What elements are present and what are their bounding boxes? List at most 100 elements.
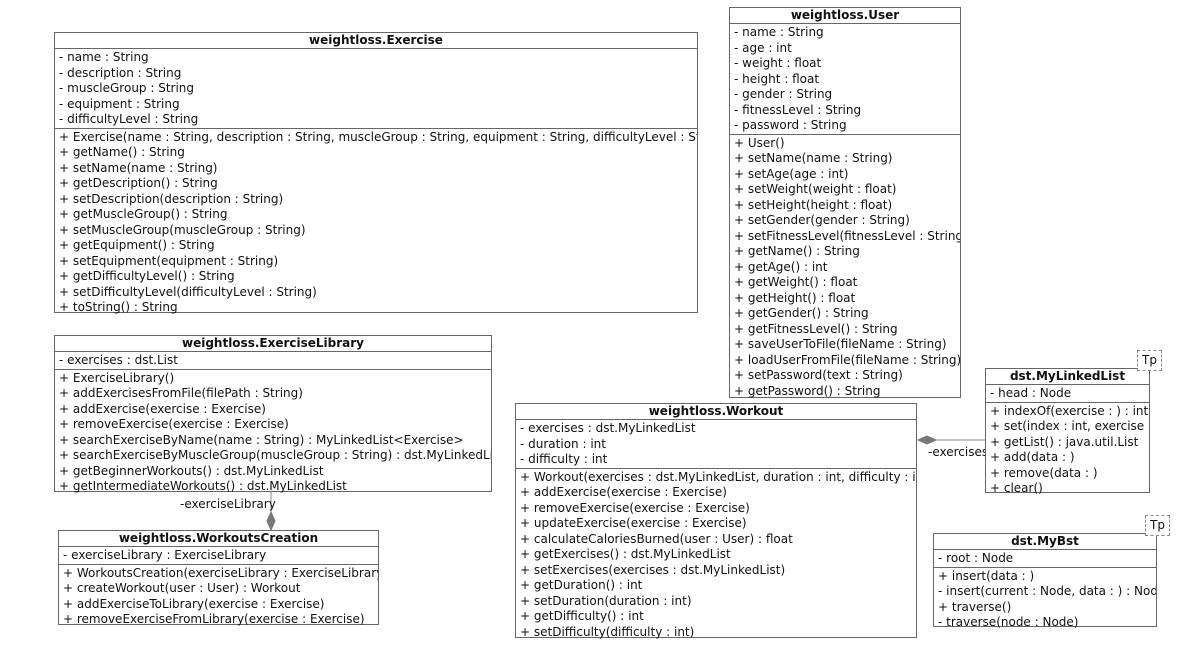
method-line: + removeExerciseFromLibrary(exercise : E… <box>63 612 365 626</box>
class-exercise-methods: + Exercise(name : String, description : … <box>55 127 697 316</box>
attribute-line: - exercises : dst.MyLinkedList <box>520 421 696 435</box>
class-exercise-title: weightloss.Exercise <box>55 33 697 49</box>
method-line: + toString() : String <box>59 300 178 314</box>
method-line: + setName(name : String) <box>734 151 893 165</box>
method-line: + traverse() <box>938 599 1012 614</box>
method-line: + getDifficultyLevel() : String <box>59 269 235 283</box>
class-workout-attributes: - exercises : dst.MyLinkedList- duration… <box>516 420 916 468</box>
class-exercise-attributes: - name : String- description : String- m… <box>55 49 697 128</box>
attribute-line: - muscleGroup : String <box>59 81 195 95</box>
method-line: + addExercise(exercise : Exercise) <box>520 485 727 499</box>
class-mybst-attributes: - root : Node <box>934 550 1156 567</box>
class-user[interactable]: weightloss.User - name : String- age : i… <box>729 7 961 398</box>
method-line: + getDifficulty() : int <box>520 609 644 623</box>
attribute-line: - difficulty : int <box>520 452 608 466</box>
method-line: + getFitnessLevel() : String <box>734 321 898 336</box>
class-workout[interactable]: weightloss.Workout - exercises : dst.MyL… <box>515 403 917 641</box>
method-line: + ExerciseLibrary() <box>59 370 175 385</box>
attribute-line: - equipment : String <box>59 96 180 111</box>
class-mylinkedlist-title: dst.MyLinkedList <box>986 369 1149 385</box>
class-workoutscreation-title: weightloss.WorkoutsCreation <box>59 531 378 547</box>
method-line: + insert(data : ) <box>938 568 1035 583</box>
method-line: + getGender() : String <box>734 306 869 320</box>
method-line: + WorkoutsCreation(exerciseLibrary : Exe… <box>63 565 378 580</box>
attribute-line: - duration : int <box>520 436 606 451</box>
method-line: + getWeight() : float <box>734 275 858 289</box>
attribute-line: - age : int <box>734 40 792 55</box>
class-mylinkedlist[interactable]: dst.MyLinkedList - head : Node + indexOf… <box>985 368 1150 495</box>
method-line: + getMuscleGroup() : String <box>59 207 228 221</box>
class-exerciselibrary-title: weightloss.ExerciseLibrary <box>55 336 491 352</box>
method-line: + updateExercise(exercise : Exercise) <box>520 516 747 530</box>
method-line: + getDuration() : int <box>520 578 643 592</box>
method-line: + getDescription() : String <box>59 176 218 190</box>
attribute-line: - password : String <box>734 118 847 132</box>
method-line: + setWeight(weight : float) <box>734 182 897 196</box>
method-line: + calculateCaloriesBurned(user : User) :… <box>520 531 793 546</box>
method-line: + searchExerciseByName(name : String) : … <box>59 432 464 447</box>
class-user-attributes: - name : String- age : int- weight : flo… <box>730 24 960 134</box>
attribute-line: - height : float <box>734 71 820 86</box>
class-exerciselibrary[interactable]: weightloss.ExerciseLibrary - exercises :… <box>54 335 492 495</box>
attribute-line: - description : String <box>59 65 182 80</box>
method-line: + add(data : ) <box>990 450 1075 464</box>
method-line: + setDescription(description : String) <box>59 191 284 206</box>
class-workoutscreation[interactable]: weightloss.WorkoutsCreation - exerciseLi… <box>58 530 379 628</box>
class-mybst[interactable]: dst.MyBst - root : Node + insert(data : … <box>933 533 1157 629</box>
method-line: + searchExerciseByMuscleGroup(muscleGrou… <box>59 448 491 462</box>
template-param-mylinkedlist: Tp <box>1137 350 1162 371</box>
method-line: + User() <box>734 135 785 150</box>
method-line: + getAge() : int <box>734 259 828 274</box>
attribute-line: - exerciseLibrary : ExerciseLibrary <box>63 548 267 562</box>
method-line: - traverse(node : Node) <box>938 615 1079 629</box>
method-line: + remove(data : ) <box>990 465 1098 480</box>
method-line: + getPassword() : String <box>734 383 881 398</box>
method-line: + addExercisesFromFile(filePath : String… <box>59 386 303 400</box>
method-line: + getList() : java.util.List <box>990 434 1139 449</box>
label-exerciselibrary-role: -exerciseLibrary <box>180 497 276 511</box>
composition-diamond-exerciselibrary <box>266 510 276 532</box>
attribute-line: - exercises : dst.List <box>59 353 178 367</box>
template-param-mybst: Tp <box>1145 515 1170 536</box>
method-line: + setMuscleGroup(muscleGroup : String) <box>59 222 306 237</box>
method-line: + saveUserToFile(fileName : String) <box>734 337 947 351</box>
method-line: + setName(name : String) <box>59 160 218 175</box>
method-line: + removeExercise(exercise : Exercise) <box>59 417 289 431</box>
class-mybst-methods: + insert(data : )- insert(current : Node… <box>934 566 1156 631</box>
method-line: + indexOf(exercise : ) : int <box>990 403 1149 418</box>
method-line: + loadUserFromFile(fileName : String) <box>734 352 960 367</box>
method-line: + setDuration(duration : int) <box>520 593 692 608</box>
method-line: + setAge(age : int) <box>734 166 849 181</box>
attribute-line: - difficultyLevel : String <box>59 112 199 126</box>
composition-diamond-workout <box>916 435 938 445</box>
class-workoutscreation-methods: + WorkoutsCreation(exerciseLibrary : Exe… <box>59 563 378 628</box>
method-line: - insert(current : Node, data : ) : Node <box>938 584 1156 598</box>
method-line: + addExerciseToLibrary(exercise : Exerci… <box>63 596 325 611</box>
method-line: + getIntermediateWorkouts() : dst.MyLink… <box>59 479 347 493</box>
method-line: + set(index : int, exercise : ) <box>990 419 1149 433</box>
class-exerciselibrary-methods: + ExerciseLibrary()+ addExercisesFromFil… <box>55 368 491 495</box>
class-user-title: weightloss.User <box>730 8 960 24</box>
method-line: + clear() <box>990 481 1043 495</box>
method-line: + setDifficulty(difficulty : int) <box>520 624 695 639</box>
attribute-line: - name : String <box>734 25 824 39</box>
class-workoutscreation-attributes: - exerciseLibrary : ExerciseLibrary <box>59 547 378 564</box>
class-mylinkedlist-methods: + indexOf(exercise : ) : int+ set(index … <box>986 401 1149 497</box>
attribute-line: - fitnessLevel : String <box>734 102 862 117</box>
method-line: + getHeight() : float <box>734 290 856 305</box>
method-line: + setPassword(text : String) <box>734 368 903 382</box>
class-workout-methods: + Workout(exercises : dst.MyLinkedList, … <box>516 467 916 641</box>
attribute-line: - weight : float <box>734 56 822 70</box>
method-line: + setFitnessLevel(fitnessLevel : String) <box>734 228 960 243</box>
class-exercise[interactable]: weightloss.Exercise - name : String- des… <box>54 32 698 316</box>
attribute-line: - head : Node <box>990 386 1072 400</box>
class-mybst-title: dst.MyBst <box>934 534 1156 550</box>
method-line: + setHeight(height : float) <box>734 197 893 212</box>
class-workout-title: weightloss.Workout <box>516 404 916 420</box>
method-line: + setDifficultyLevel(difficultyLevel : S… <box>59 284 317 299</box>
attribute-line: - root : Node <box>938 551 1014 565</box>
method-line: + getEquipment() : String <box>59 238 215 252</box>
method-line: + Workout(exercises : dst.MyLinkedList, … <box>520 469 916 484</box>
class-user-methods: + User()+ setName(name : String)+ setAge… <box>730 133 960 400</box>
